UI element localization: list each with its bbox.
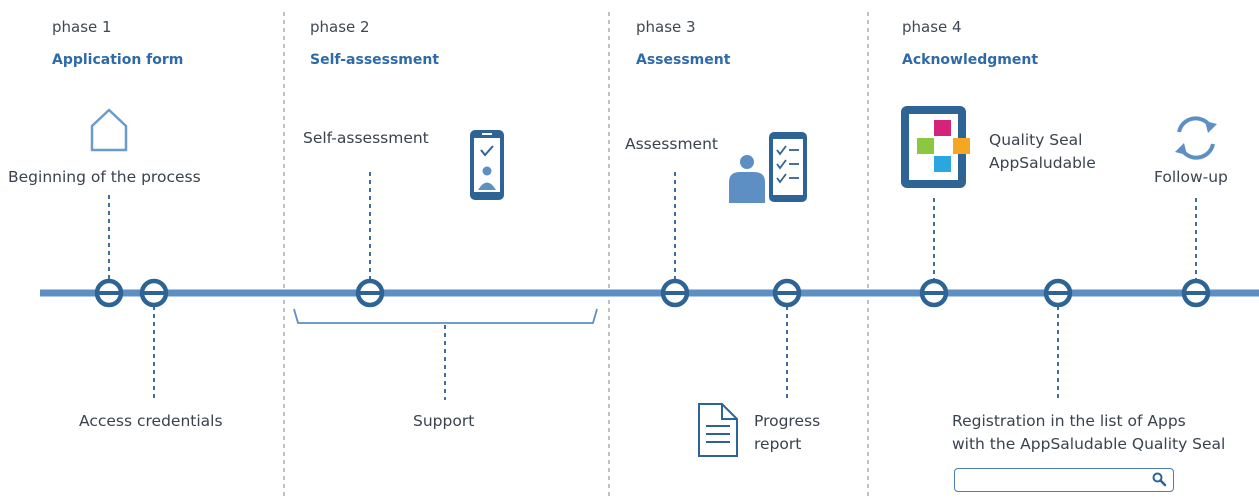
label-progress-2: report — [754, 435, 802, 453]
phase-3-number: phase 3 — [636, 18, 696, 36]
phase-2-title: Self-assessment — [310, 52, 440, 68]
label-registration-2: with the AppSaludable Quality Seal — [952, 435, 1226, 453]
label-assessment: Assessment — [625, 135, 718, 153]
phase-1-title: Application form — [52, 52, 184, 68]
phase-3-title: Assessment — [636, 52, 731, 68]
phase-4-title: Acknowledgment — [902, 52, 1039, 68]
support-bracket — [293, 308, 598, 324]
search-icon[interactable] — [1151, 471, 1167, 487]
label-quality-seal-2: AppSaludable — [989, 154, 1096, 172]
label-progress-1: Progress — [754, 412, 821, 430]
quality-seal-icon — [901, 106, 970, 188]
search-box — [954, 468, 1174, 492]
phone-checklist-icon — [470, 130, 504, 200]
phase-2-number: phase 2 — [310, 18, 370, 36]
house-icon — [90, 108, 128, 152]
label-quality-seal-1: Quality Seal — [989, 131, 1083, 149]
label-registration-1: Registration in the list of Apps — [952, 412, 1186, 430]
label-beginning: Beginning of the process — [8, 168, 201, 186]
phase-4-number: phase 4 — [902, 18, 962, 36]
label-access-credentials: Access credentials — [79, 412, 223, 430]
phase-1-number: phase 1 — [52, 18, 112, 36]
document-icon — [698, 403, 738, 457]
label-follow-up: Follow-up — [1154, 168, 1228, 186]
person-checklist-icon — [729, 132, 807, 203]
label-self-assessment: Self-assessment — [303, 129, 429, 147]
label-support: Support — [413, 412, 475, 430]
search-input[interactable] — [961, 470, 1145, 492]
